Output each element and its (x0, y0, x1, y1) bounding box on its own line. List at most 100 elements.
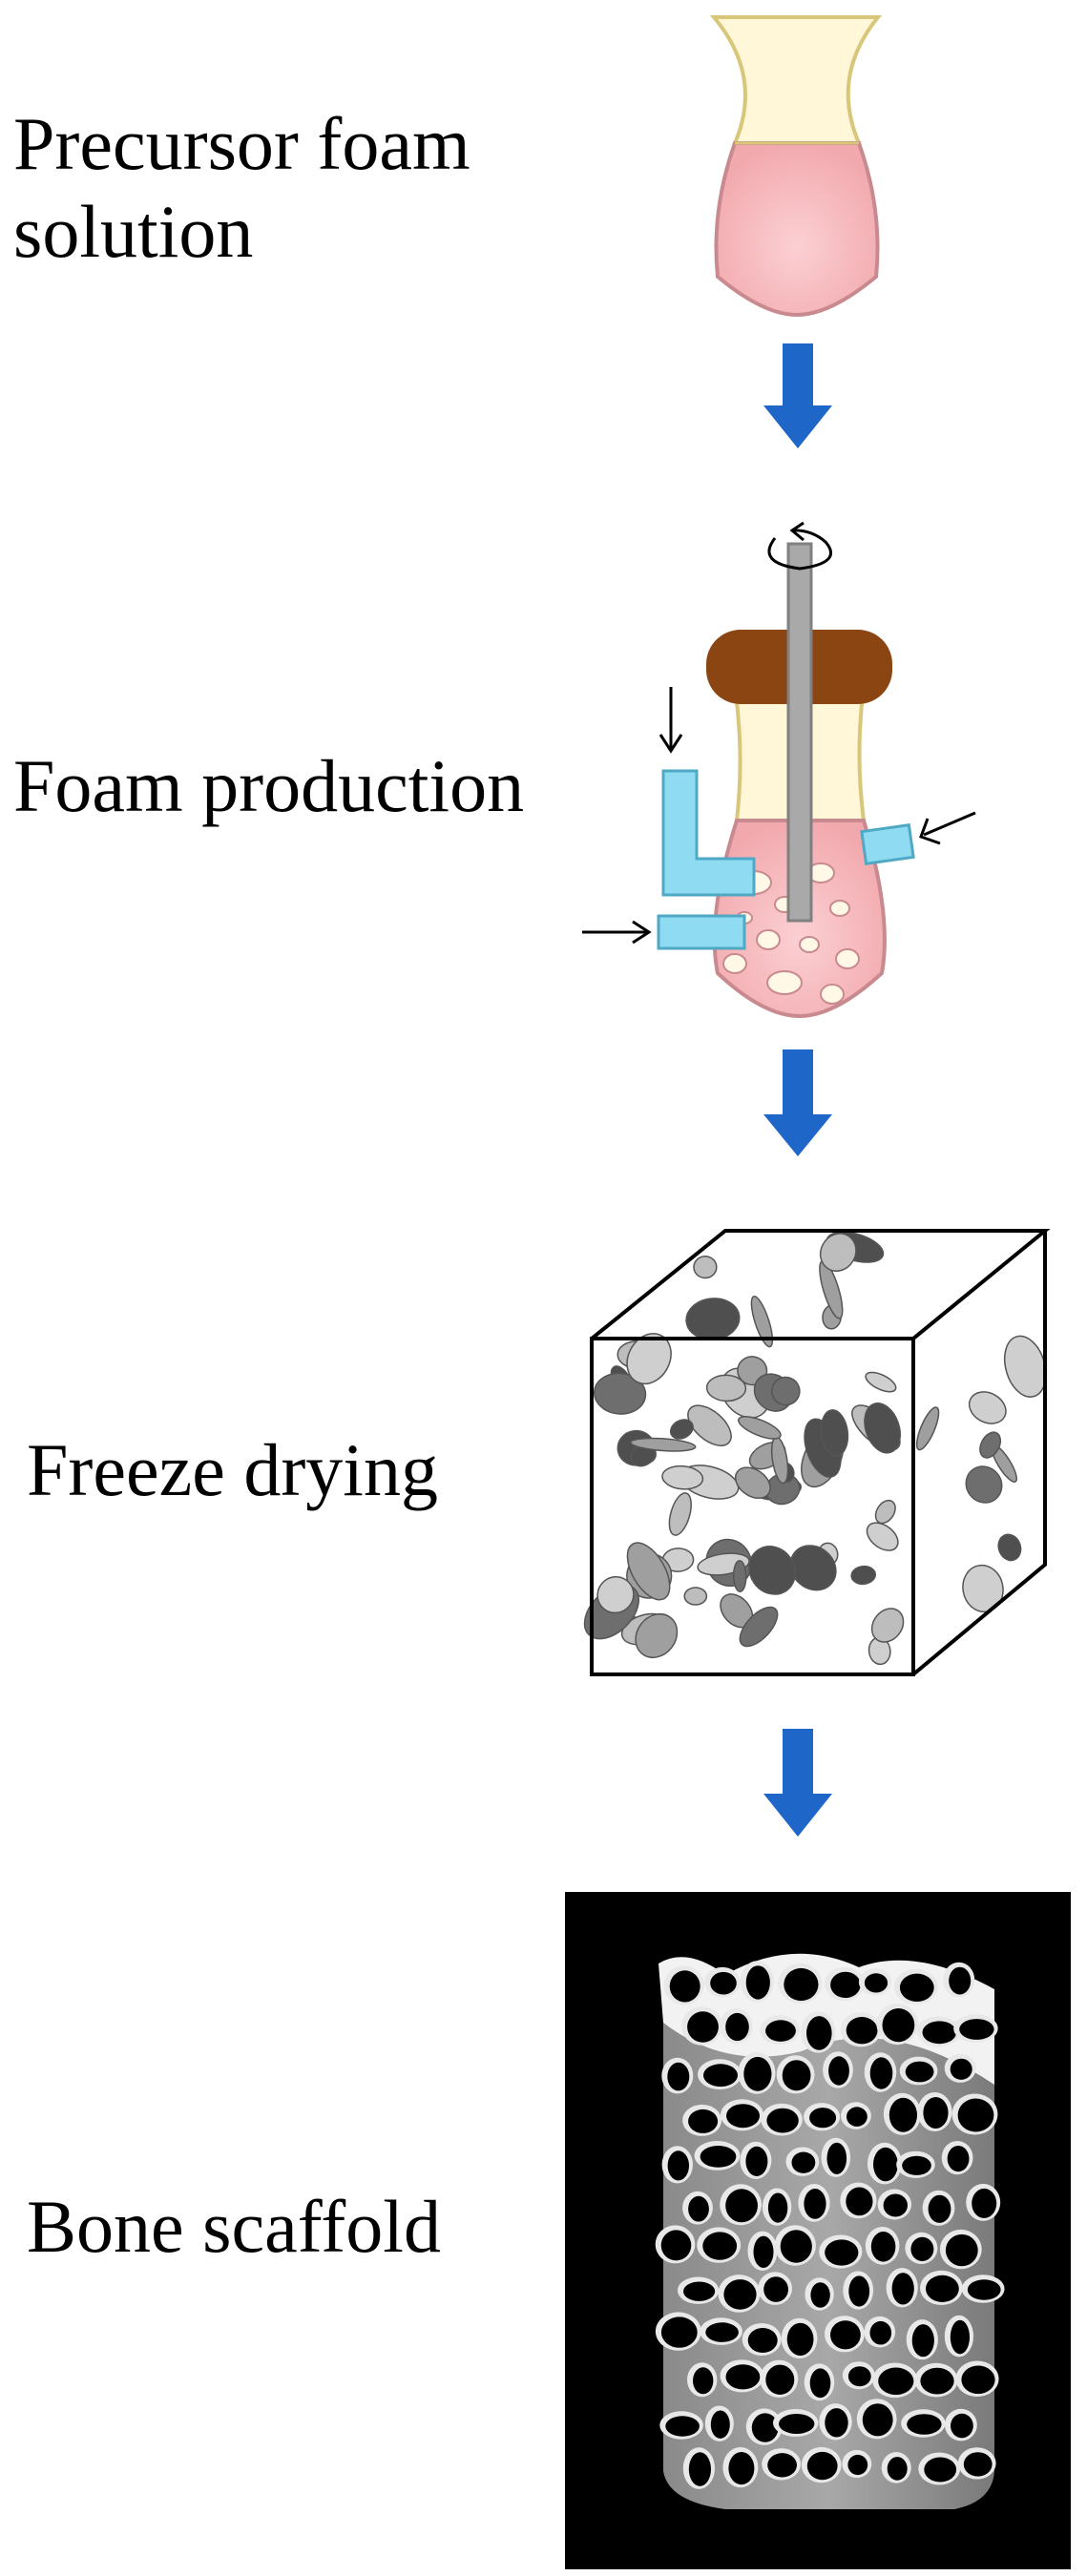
pore-hole (910, 2236, 934, 2261)
pore (748, 1546, 796, 1595)
pore-hole (660, 2316, 698, 2348)
porous-cube-icon (583, 1229, 1051, 1676)
pore-hole (911, 2324, 934, 2358)
bone-scaffold-cylinder-icon (565, 1892, 1071, 2569)
pore (968, 1391, 1007, 1424)
pore (850, 1565, 877, 1586)
pore (732, 1559, 747, 1593)
pore-hole (728, 2452, 755, 2485)
pore-hole (687, 2011, 719, 2043)
pore-hole (846, 2187, 873, 2216)
pore (915, 1406, 940, 1451)
pore-hole (873, 2147, 898, 2182)
stirrer-rotation-icon (767, 521, 832, 571)
flow-arrow-2 (763, 1049, 832, 1156)
pore-hole (928, 2194, 951, 2223)
pore (593, 1372, 647, 1415)
pore-hole (907, 2414, 942, 2435)
pore-hole (665, 2416, 700, 2437)
pore (770, 1376, 801, 1406)
pore-hole (683, 2281, 716, 2301)
pore-hole (667, 2150, 689, 2181)
pore (789, 1545, 837, 1591)
pore-hole (825, 2239, 859, 2266)
pore-hole (830, 2320, 861, 2350)
pore-hole (864, 1973, 888, 1993)
pore (866, 1522, 899, 1551)
pore-hole (887, 2457, 908, 2481)
pore-hole (870, 2232, 896, 2262)
pore-hole (809, 2368, 831, 2399)
pore (739, 1606, 779, 1648)
pore-hole (878, 2367, 914, 2396)
pore-hole (947, 2146, 970, 2172)
pore-hole (745, 1965, 770, 2000)
pore-hole (766, 2108, 799, 2133)
pore-hole (725, 2364, 761, 2390)
pore-hole (905, 2061, 934, 2083)
pore-hole (660, 2230, 692, 2261)
pore (874, 1499, 896, 1525)
pore (820, 1409, 849, 1457)
pore-hole (926, 2275, 959, 2302)
pore-hole (765, 2364, 795, 2395)
pore (734, 1466, 771, 1500)
pore-hole (725, 2189, 758, 2223)
pore-hole (847, 2107, 868, 2127)
pore-hole (882, 2008, 915, 2043)
pore-hole (847, 2366, 871, 2387)
pore-hole (688, 2195, 709, 2222)
pore-hole (891, 2273, 914, 2305)
pore-hole (747, 2328, 778, 2353)
pore-hole (786, 2322, 814, 2357)
pore-hole (950, 2058, 972, 2080)
pore-hole (972, 2188, 997, 2218)
step-label-bone-scaffold: Bone scaffold (27, 2185, 441, 2268)
pore-hole (688, 2109, 719, 2133)
pore-hole (869, 2057, 893, 2089)
pore-hole (745, 2146, 768, 2176)
pore (661, 1465, 704, 1490)
pore-hole (949, 1966, 972, 1995)
pore (979, 1431, 1002, 1459)
pore-hole (846, 2017, 878, 2045)
pore-hole (806, 2016, 832, 2050)
pore-hole (705, 2322, 739, 2342)
pore-hole (950, 2319, 971, 2355)
pore-hole (765, 2020, 796, 2042)
pore (819, 1233, 857, 1272)
flow-arrow-3 (763, 1729, 832, 1837)
pore-hole (780, 2230, 812, 2263)
pore (870, 1608, 905, 1643)
pore-hole (959, 2019, 994, 2040)
pore-hole (767, 2192, 788, 2223)
step-label-freeze-drying: Freeze drying (27, 1428, 438, 1511)
pore-hole (924, 2457, 957, 2483)
pore-hole (809, 2108, 837, 2129)
pore-hole (726, 2104, 760, 2129)
flow-arrow-1 (763, 343, 832, 448)
pore-hole (847, 2454, 868, 2476)
pore-hole (702, 2232, 738, 2260)
pore (668, 1492, 692, 1536)
pore-hole (806, 2451, 838, 2481)
pore-hole (723, 2279, 757, 2310)
pore-hole (826, 2142, 847, 2174)
pore-hole (751, 2413, 779, 2442)
step-label-precursor-foam-solution: Precursor foam solution (13, 102, 470, 274)
pore (750, 1296, 774, 1348)
pore-hole (703, 2064, 738, 2088)
pore-hole (961, 2365, 995, 2395)
pore-hole (688, 2452, 712, 2486)
pore (738, 1416, 782, 1440)
pore (997, 1533, 1022, 1562)
pore-hole (902, 2155, 931, 2175)
pore-hole (767, 2453, 797, 2478)
pore-hole (743, 2056, 772, 2091)
pore-hole (920, 2367, 954, 2395)
pore-hole (779, 2414, 815, 2434)
pore-hole (848, 2275, 870, 2307)
pore-hole (967, 2279, 1001, 2300)
pore-hole (669, 1970, 700, 2003)
